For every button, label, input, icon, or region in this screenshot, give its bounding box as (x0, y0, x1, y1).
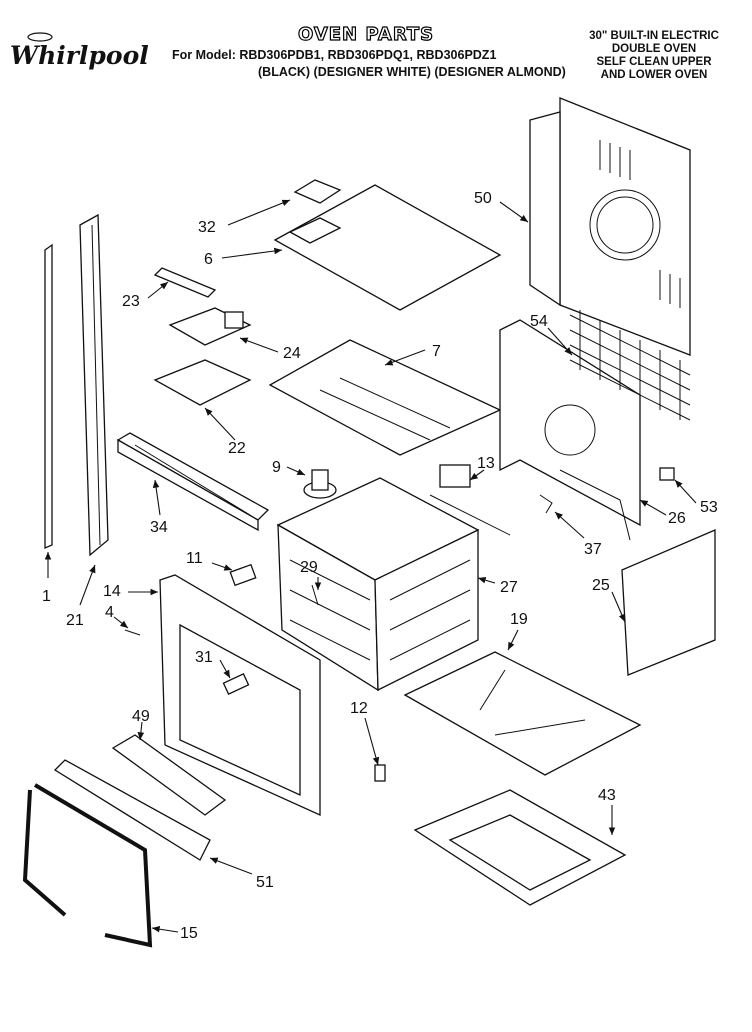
description-line: AND LOWER OVEN (600, 69, 708, 81)
color-line: (BLACK) (DESIGNER WHITE) (DESIGNER ALMON… (258, 65, 566, 79)
callout-4: 4 (105, 604, 114, 621)
part-22-plate (153, 359, 252, 406)
part-25-side-panel (621, 529, 716, 676)
callout-24: 24 (283, 345, 301, 362)
part-51-vent-strip (53, 759, 211, 861)
part-9-knob (303, 469, 337, 499)
callout-11: 11 (186, 550, 203, 567)
callout-9: 9 (272, 459, 281, 476)
part-50-rear-panel (529, 97, 691, 356)
callout-21: 21 (66, 612, 84, 629)
callout-13: 13 (477, 455, 495, 472)
callout-27: 27 (500, 579, 518, 596)
part-24-switch-assembly (168, 307, 252, 346)
part-4-screw (124, 629, 141, 636)
description-line: 30" BUILT-IN ELECTRIC (589, 30, 719, 42)
part-12-sensor (374, 764, 386, 782)
part-19-tray (403, 651, 642, 776)
callout-54: 54 (530, 313, 548, 330)
part-37-clip (539, 494, 553, 514)
part-1-side-trim (44, 243, 53, 549)
description-line: DOUBLE OVEN (611, 43, 697, 55)
part-26-channel (559, 469, 631, 541)
callout-12: 12 (350, 700, 368, 717)
brand-name: Whirlpool (10, 41, 149, 70)
callout-6: 6 (204, 251, 213, 268)
part-21-side-trim (79, 213, 109, 557)
callout-32: 32 (198, 219, 216, 236)
description-line: SELF CLEAN UPPER (596, 56, 712, 68)
callout-labels: 50 32 6 23 24 7 54 22 9 13 53 34 26 37 1… (42, 190, 718, 942)
callout-49: 49 (132, 708, 150, 725)
callout-26: 26 (668, 510, 686, 527)
callout-31: 31 (195, 649, 213, 666)
callout-34: 34 (150, 519, 168, 536)
callout-50: 50 (474, 190, 492, 207)
model-line: For Model: RBD306PDB1, RBD306PDQ1, RBD30… (172, 48, 497, 62)
part-32-plate (293, 179, 342, 204)
callout-43: 43 (598, 787, 616, 804)
part-27-oven-cavity (276, 477, 480, 692)
callout-22: 22 (228, 440, 246, 457)
callout-1: 1 (42, 588, 51, 605)
callout-7: 7 (432, 343, 441, 360)
part-6-top-cover (273, 184, 502, 311)
part-14-door-frame (159, 574, 321, 817)
callout-19: 19 (510, 611, 528, 628)
callout-23: 23 (122, 293, 140, 310)
part-31-lamp (222, 673, 250, 695)
part-49-strip (111, 734, 227, 816)
part-53-connector (659, 467, 675, 481)
appliance-description: 30" BUILT-IN ELECTRIC DOUBLE OVEN SELF C… (566, 30, 742, 82)
callout-15: 15 (180, 925, 198, 942)
part-15-gasket (22, 783, 153, 948)
part-23-bracket (153, 267, 217, 298)
part-43-drawer-liner (413, 789, 627, 906)
callout-51: 51 (256, 874, 274, 891)
leader-lines (44, 199, 697, 933)
callout-25: 25 (592, 577, 610, 594)
whirlpool-logo: Whirlpool (10, 30, 155, 72)
part-54-rear-panel (499, 310, 691, 527)
callout-37: 37 (584, 541, 602, 558)
part-34-control-panel (116, 432, 270, 532)
callout-29: 29 (300, 559, 318, 576)
page-title: OVEN PARTS (297, 23, 435, 45)
callout-14: 14 (103, 583, 121, 600)
callout-53: 53 (700, 499, 718, 516)
part-7-panel (268, 339, 502, 456)
part-11-lamp (229, 563, 257, 587)
part-29-screw (311, 584, 319, 606)
